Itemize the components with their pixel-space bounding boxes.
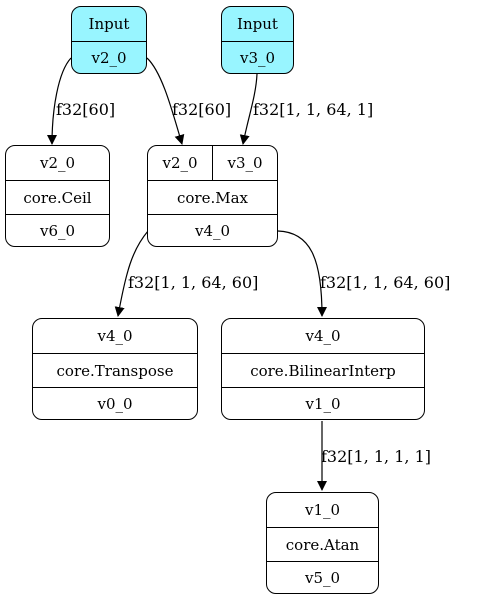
node-output-var: v4_0 [148,214,277,246]
edge-max-to-transpose [114,230,149,317]
node-op-name: core.Ceil [6,180,109,214]
edge-v2-to-ceil [47,57,72,145]
input-header: Input [237,15,278,33]
op-node-ceil[interactable]: v2_0 core.Ceil v6_0 [5,145,110,247]
node-op-name: core.Atan [267,527,378,561]
op-node-bilinear-interp[interactable]: v4_0 core.BilinearInterp v1_0 [221,318,425,420]
node-input-var: v4_0 [97,327,133,345]
node-input-var: v2_0 [162,154,198,172]
input-header: Input [88,15,130,33]
edge-v2-to-max [146,57,185,145]
edge-label-v2-to-ceil: f32[60] [56,100,116,119]
edge-label-v2-to-max: f32[60] [172,100,232,119]
edge-label-max-to-transpose: f32[1, 1, 64, 60] [128,273,259,292]
input-name: v2_0 [72,41,146,73]
op-node-transpose[interactable]: v4_0 core.Transpose v0_0 [32,318,198,420]
node-op-name: core.BilinearInterp [222,353,424,387]
input-name: v3_0 [222,41,293,73]
input-node-v2[interactable]: Input v2_0 [71,6,147,74]
node-output-var: v5_0 [267,561,378,593]
input-node-v3[interactable]: Input v3_0 [221,6,294,74]
edge-max-to-bilinear [277,230,327,317]
edge-label-bilinear-to-atan: f32[1, 1, 1, 1] [321,447,431,466]
node-op-name: core.Max [148,180,277,214]
node-input-var: v3_0 [212,146,277,180]
op-node-max[interactable]: v2_0 v3_0 core.Max v4_0 [147,145,278,247]
node-input-var: v2_0 [39,154,76,172]
node-output-var: v0_0 [33,387,197,419]
edge-label-max-to-bilinear: f32[1, 1, 64, 60] [320,273,451,292]
node-inputs-row: v2_0 v3_0 [148,146,277,180]
op-node-atan[interactable]: v1_0 core.Atan v5_0 [266,492,379,594]
edge-v3-to-max [239,73,258,145]
node-input-var: v4_0 [305,327,341,345]
node-output-var: v1_0 [222,387,424,419]
node-output-var: v6_0 [6,214,109,246]
node-op-name: core.Transpose [33,353,197,387]
node-input-var: v1_0 [304,501,341,519]
edge-label-v3-to-max: f32[1, 1, 64, 1] [253,100,374,119]
